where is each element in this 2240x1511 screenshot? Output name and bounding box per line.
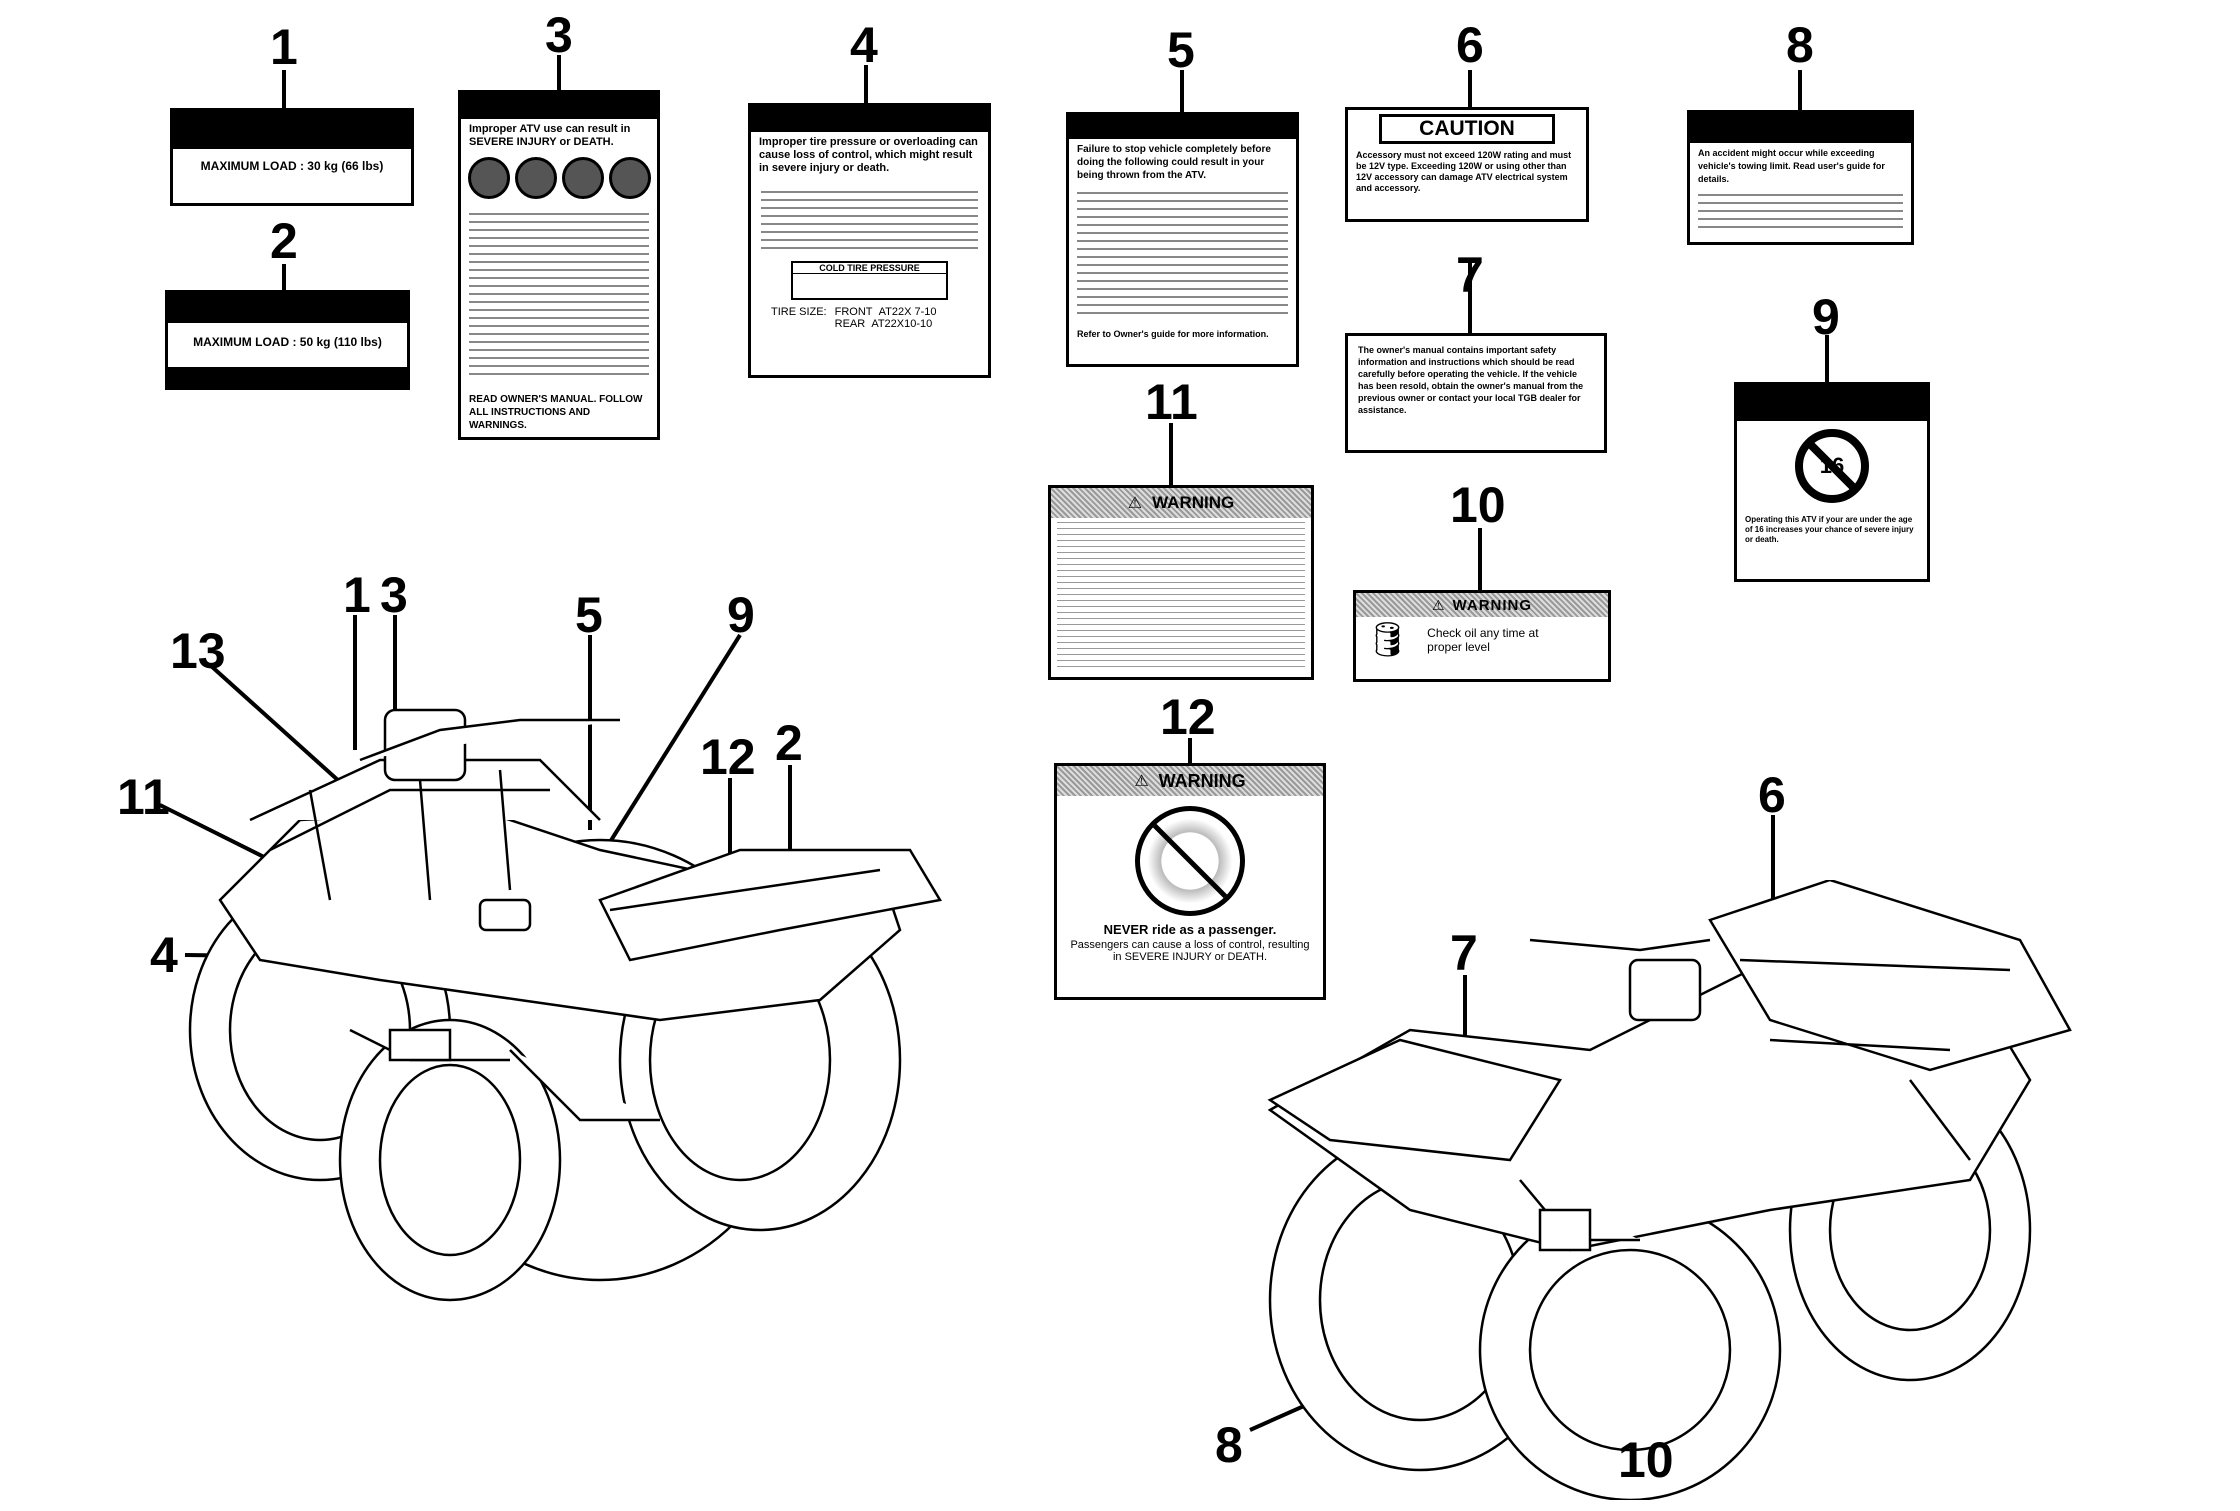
label-4-tire-sizes: TIRE SIZE: FRONT AT22X 7-10 REAR AT22X10…	[751, 300, 988, 330]
label-12-no-passenger: ⚠ WARNING NEVER ride as a passenger. Pas…	[1054, 763, 1326, 1000]
label-3-pictograms	[461, 153, 657, 203]
label-10-oil-warning: ⚠ WARNING 🛢 Check oil any time at proper…	[1353, 590, 1611, 682]
label-3-warning-general: Improper ATV use can result in SEVERE IN…	[458, 90, 660, 440]
label-10-title: WARNING	[1452, 596, 1533, 614]
label-6-caution-accessory: CAUTION Accessory must not exceed 120W r…	[1345, 107, 1589, 222]
label-3-footer: READ OWNER'S MANUAL. FOLLOW ALL INSTRUCT…	[469, 394, 643, 431]
label-8-text: An accident might occur while exceeding …	[1698, 148, 1885, 184]
pictogram-icon	[608, 157, 651, 199]
label-10-text: Check oil any time at proper level	[1427, 626, 1539, 654]
label-12-never: NEVER ride as a passenger.	[1103, 922, 1277, 937]
label-2-max-load-rear: MAXIMUM LOAD : 50 kg (110 lbs)	[165, 290, 410, 390]
label-6-text: Accessory must not exceed 120W rating an…	[1356, 150, 1572, 193]
atv-left-callout-3: 3	[380, 567, 408, 623]
callout-5: 5	[1167, 22, 1195, 78]
atv-right-callout-6: 6	[1758, 767, 1786, 823]
atv-right-callout-10: 10	[1618, 1432, 1674, 1488]
callout-1: 1	[270, 19, 298, 75]
label-6-title: CAUTION	[1379, 114, 1555, 144]
pictogram-icon	[467, 157, 510, 199]
label-3-text: Improper ATV use can result in SEVERE IN…	[469, 123, 631, 148]
callout-6: 6	[1456, 17, 1484, 73]
label-4-front-label: FRONT	[834, 306, 873, 318]
callout-7: 7	[1456, 247, 1484, 303]
label-5-text: Failure to stop vehicle completely befor…	[1077, 144, 1271, 181]
atv-left-callout-2: 2	[775, 715, 803, 771]
pictogram-icon	[514, 157, 557, 199]
atv-right-callout-7: 7	[1450, 925, 1478, 981]
label-11-warning-operation: ⚠ WARNING	[1048, 485, 1314, 680]
label-12-text: Passengers can cause a loss of control, …	[1070, 939, 1310, 963]
callout-10: 10	[1450, 477, 1506, 533]
callout-2: 2	[270, 213, 298, 269]
callout-8: 8	[1786, 17, 1814, 73]
atv-rear-right-drawing	[1267, 880, 2072, 1500]
atv-left-callout-4: 4	[150, 927, 178, 983]
no-passenger-icon	[1135, 806, 1245, 916]
atv-left-callout-11: 11	[117, 769, 170, 825]
label-5-reverse-gear: Failure to stop vehicle completely befor…	[1066, 112, 1299, 367]
label-2-text: MAXIMUM LOAD : 50 kg (110 lbs)	[193, 335, 382, 349]
atv-left-callout-5: 5	[575, 587, 603, 643]
label-1-max-load-front: MAXIMUM LOAD : 30 kg (66 lbs)	[170, 108, 414, 206]
label-9-age-16: 16 Operating this ATV if your are under …	[1734, 382, 1930, 582]
label-12-title: WARNING	[1158, 770, 1246, 791]
label-9-text: Operating this ATV if your are under the…	[1745, 515, 1914, 544]
label-4-tire-table: COLD TIRE PRESSURE	[791, 261, 948, 300]
label-4-rear-size: AT22X10-10	[871, 318, 933, 330]
label-4-front-size: AT22X 7-10	[878, 306, 937, 318]
label-7-text: The owner's manual contains important sa…	[1358, 345, 1584, 415]
label-4-table-title: COLD TIRE PRESSURE	[793, 263, 946, 274]
label-7-owners-manual: The owner's manual contains important sa…	[1345, 333, 1607, 453]
label-4-rear-label: REAR	[834, 318, 866, 330]
callout-4: 4	[850, 17, 878, 73]
atv-left-callout-12: 12	[700, 729, 756, 785]
atv-right-callout-8: 8	[1215, 1417, 1243, 1473]
pictogram-icon	[561, 157, 604, 199]
atv-left-callout-9: 9	[727, 587, 755, 643]
warning-triangle-icon: ⚠	[1134, 773, 1149, 790]
label-4-tire-pressure: Improper tire pressure or overloading ca…	[748, 103, 991, 378]
label-4-tire-size-label: TIRE SIZE:	[771, 306, 827, 318]
label-5-footer: Refer to Owner's guide for more informat…	[1077, 329, 1269, 339]
atv-left-callout-13: 13	[170, 623, 226, 679]
warning-triangle-icon: ⚠	[1431, 596, 1445, 613]
atv-front-left-drawing	[188, 708, 942, 1302]
atv-left-callout-1: 1	[343, 567, 371, 623]
callout-11: 11	[1145, 374, 1198, 430]
warning-triangle-icon: ⚠	[1127, 495, 1143, 512]
label-1-text: MAXIMUM LOAD : 30 kg (66 lbs)	[200, 159, 384, 173]
label-8-towing: An accident might occur while exceeding …	[1687, 110, 1914, 245]
callout-12: 12	[1160, 689, 1216, 745]
label-4-text: Improper tire pressure or overloading ca…	[759, 136, 978, 174]
callout-3: 3	[545, 7, 573, 63]
no-under-16-icon: 16	[1795, 429, 1869, 503]
label-11-title: WARNING	[1152, 493, 1235, 512]
callout-9: 9	[1812, 289, 1840, 345]
oil-can-icon: 🛢	[1366, 621, 1410, 659]
